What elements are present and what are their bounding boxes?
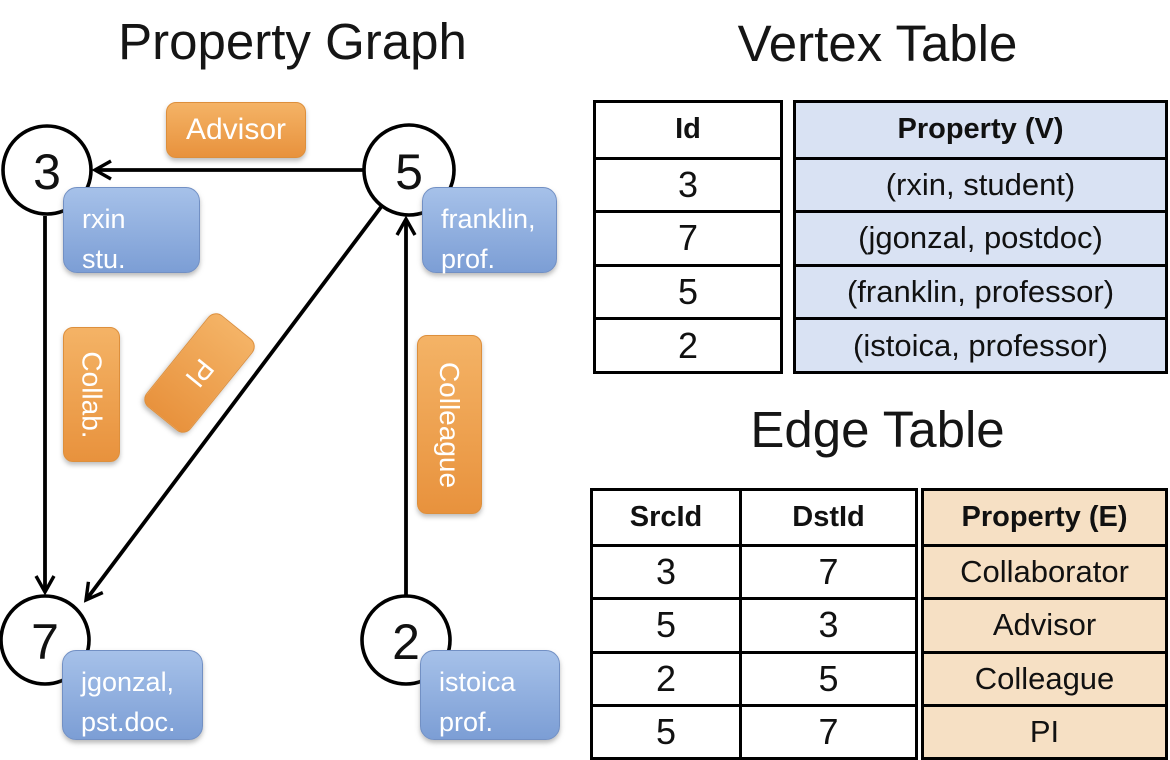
edge-label-pi-text: PI [179, 353, 221, 394]
vertex-row-0-id: 3 [596, 156, 780, 211]
vertex-table-property-column: Property (V) (rxin, student) (jgonzal, p… [793, 100, 1168, 374]
edge-table-property-column: Property (E) Collaborator Advisor Collea… [921, 488, 1168, 760]
node-label-franklin: franklin, prof. [422, 187, 557, 274]
vertex-row-2-property: (franklin, professor) [796, 263, 1165, 318]
vertex-table-property-header: Property (V) [897, 113, 1064, 146]
node-label-rxin-line1: rxin [82, 204, 126, 234]
edge-table-srcid-header: SrcId [593, 491, 742, 545]
edge-row-1-src: 5 [593, 597, 742, 651]
vertex-table-title: Vertex Table [737, 15, 1018, 72]
vertex-row-1-id: 7 [596, 210, 780, 264]
node-7-id: 7 [31, 614, 59, 670]
vertex-row-1-property: (jgonzal, postdoc) [796, 210, 1165, 264]
node-label-jgonzal-line2: pst.doc. [81, 707, 176, 737]
edge-row-0-dst: 7 [742, 544, 915, 597]
node-label-istoica: istoica prof. [420, 650, 560, 740]
edge-row-3-property: PI [924, 703, 1165, 757]
node-2-id: 2 [392, 614, 420, 670]
edge-row-2-property: Colleague [924, 650, 1165, 704]
node-label-franklin-line2: prof. [441, 244, 496, 274]
node-label-jgonzal: jgonzal, pst.doc. [62, 650, 203, 740]
edge-row-3-dst: 7 [742, 703, 915, 757]
node-label-rxin-line2: stu. [82, 244, 126, 274]
node-label-franklin-line1: franklin, [441, 204, 536, 234]
node-3-id: 3 [33, 144, 61, 200]
edge-label-advisor-text: Advisor [185, 113, 287, 146]
edge-label-advisor: Advisor [166, 102, 306, 158]
node-label-istoica-line1: istoica [439, 667, 516, 697]
edge-label-collab: Collab. [63, 327, 120, 462]
vertex-table-id-column: Id 3 7 5 2 [593, 100, 783, 374]
edge-row-1-property: Advisor [924, 597, 1165, 650]
property-graph-title: Property Graph [118, 13, 467, 70]
edge-label-colleague: Colleague [417, 335, 482, 514]
edge-row-0-property: Collaborator [924, 544, 1165, 597]
edge-table-ids-columns: SrcId DstId 3 7 5 3 2 5 5 7 [590, 488, 918, 760]
edge-row-3-src: 5 [593, 703, 742, 757]
edge-row-2-dst: 5 [742, 650, 915, 704]
edge-pi-arrow [83, 205, 383, 603]
node-label-jgonzal-line1: jgonzal, [81, 667, 175, 697]
vertex-row-3-property: (istoica, professor) [796, 317, 1165, 371]
edge-label-collab-text: Collab. [76, 350, 108, 439]
node-5-id: 5 [395, 144, 423, 200]
node-label-rxin: rxin stu. [63, 187, 200, 274]
edge-row-1-dst: 3 [742, 597, 915, 650]
vertex-row-2-id: 5 [596, 263, 780, 318]
edge-table-title: Edge Table [750, 401, 1005, 458]
edge-table-property-header: Property (E) [961, 501, 1128, 534]
vertex-table-id-header: Id [675, 113, 701, 146]
edge-label-colleague-text: Colleague [434, 361, 466, 488]
node-label-istoica-line2: prof. [439, 707, 494, 737]
vertex-row-0-property: (rxin, student) [796, 156, 1165, 211]
edge-table-dstid-header: DstId [792, 501, 865, 534]
edge-row-0-src: 3 [593, 544, 742, 598]
edge-row-2-src: 2 [593, 650, 742, 704]
vertex-row-3-id: 2 [596, 317, 780, 371]
